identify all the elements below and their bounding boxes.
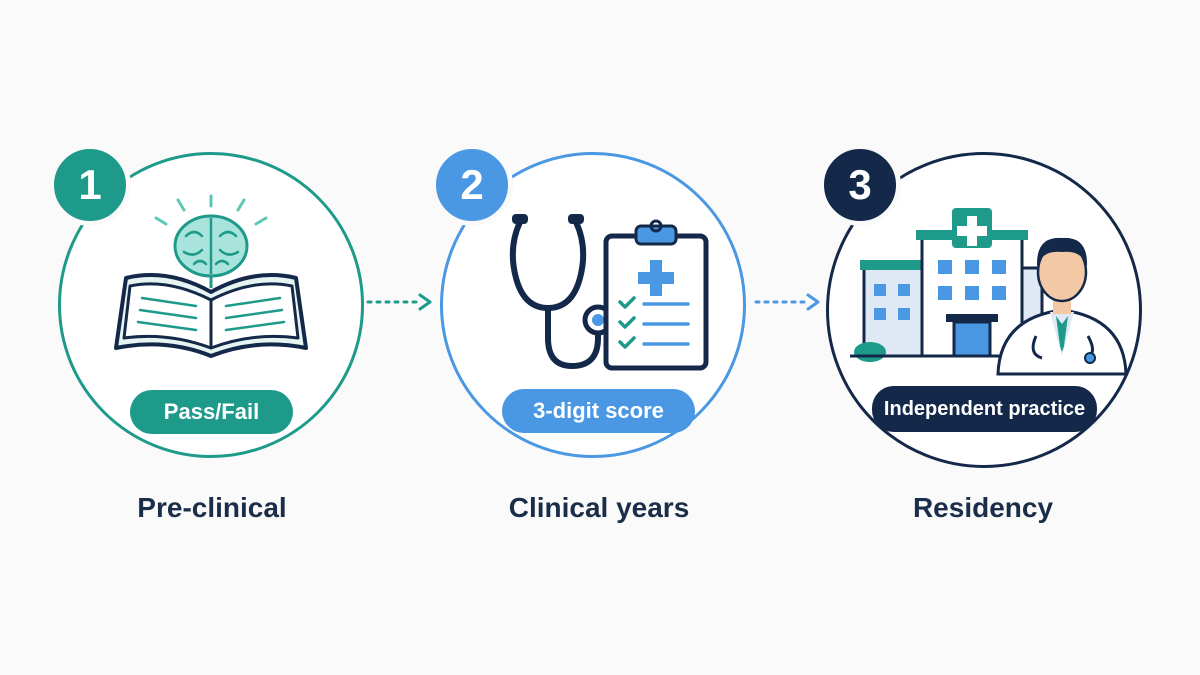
- step-2-badge-score: 3-digit score: [502, 389, 695, 433]
- arrow-icon: [366, 293, 432, 311]
- book-brain-icon: [114, 194, 308, 358]
- step-1-badge-pass-fail: Pass/Fail: [130, 390, 293, 434]
- step-3-label: Residency: [912, 492, 1054, 523]
- stethoscope-clipboard-icon: [509, 214, 709, 371]
- step-3-number-badge: 3: [819, 144, 901, 226]
- step-3-badge-practice: Independent practice: [872, 386, 1097, 432]
- arrow-icon: [754, 293, 820, 311]
- step-1-number-badge: 1: [49, 144, 131, 226]
- step-1-label: Pre-clinical: [137, 492, 287, 523]
- hospital-doctor-icon: [850, 208, 1128, 376]
- step-2-label: Clinical years: [508, 492, 690, 523]
- step-2-number-badge: 2: [431, 144, 513, 226]
